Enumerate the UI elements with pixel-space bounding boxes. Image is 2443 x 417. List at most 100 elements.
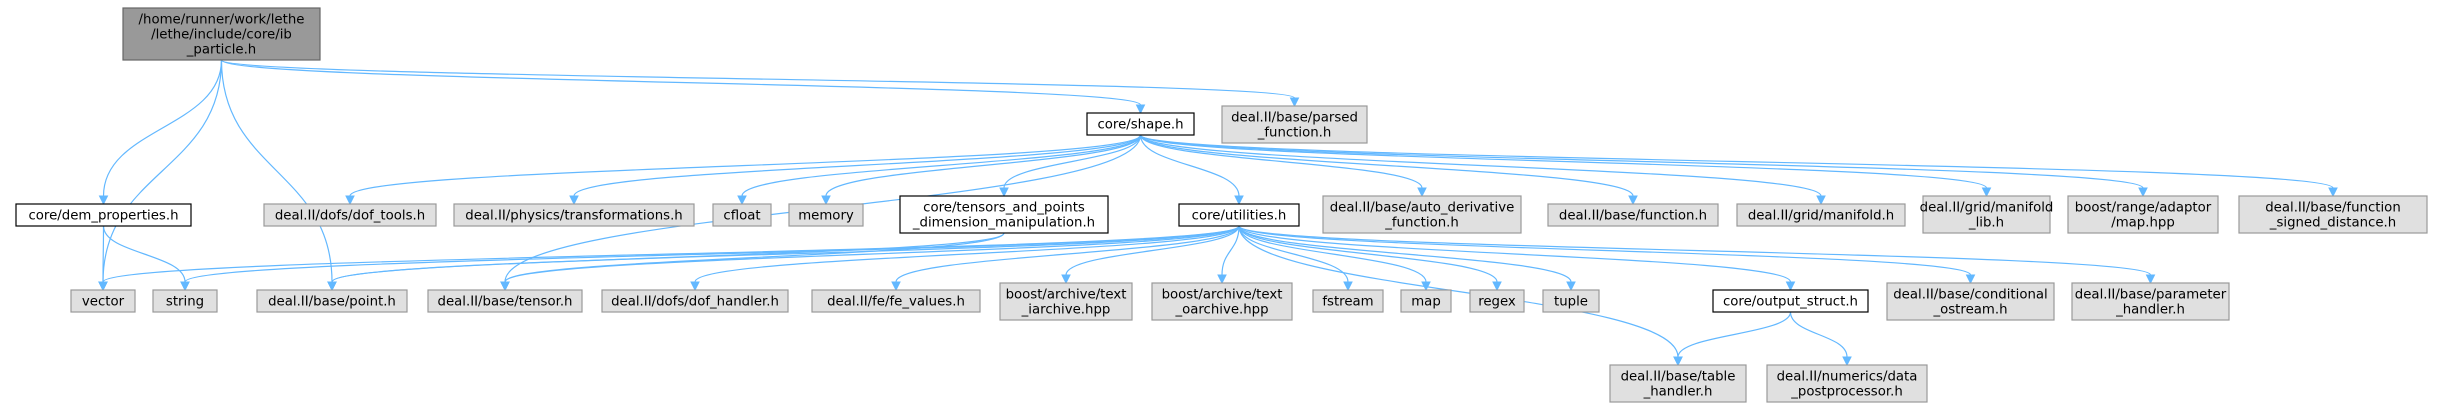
node-parameter-handler: deal.II/base/parameter_handler.h (2071, 282, 2230, 321)
edge-utilities-to-text_iarchive (1061, 225, 1240, 285)
node-box (1400, 289, 1452, 313)
edge-arrowhead (1566, 281, 1576, 292)
node-vector: vector (70, 289, 136, 313)
node-box (999, 282, 1133, 321)
node-label: _lib.h (1968, 216, 2004, 231)
edge-line (1238, 225, 1679, 358)
node-box (788, 203, 864, 227)
node-label: _ostream.h (1932, 303, 2007, 318)
node-label: boost/archive/text (1162, 288, 1283, 303)
edge-arrowhead (1981, 187, 1992, 198)
node-box (256, 289, 408, 313)
edges-layer (98, 59, 2338, 367)
node-label: /home/runner/work/lethe (139, 13, 305, 28)
node-utilities[interactable]: core/utilities.h (1178, 203, 1300, 227)
edge-shape-to-dof_tools (345, 134, 1142, 206)
node-memory: memory (788, 203, 864, 227)
node-tensors-points[interactable]: core/tensors_and_points_dimension_manipu… (899, 195, 1109, 234)
edge-line (1238, 225, 1498, 283)
edge-arrowhead (1965, 274, 1976, 285)
edge-line (102, 225, 186, 283)
node-function: deal.II/base/function.h (1547, 203, 1719, 227)
node-label: memory (798, 209, 854, 224)
node-box (1547, 203, 1719, 227)
node-label: boost/archive/text (1006, 288, 1127, 303)
node-manifold: deal.II/grid/manifold.h (1736, 203, 1906, 227)
node-box (263, 203, 437, 227)
edge-line (1139, 134, 2334, 189)
node-text-iarchive: boost/archive/text_iarchive.hpp (999, 282, 1133, 321)
edge-utilities-to-string (180, 225, 1240, 292)
edge-arrowhead (1785, 281, 1796, 292)
edge-arrowhead (999, 187, 1009, 198)
edge-line (102, 59, 223, 197)
node-dem-properties[interactable]: core/dem_properties.h (15, 203, 192, 227)
node-label: deal.II/numerics/data (1777, 370, 1918, 385)
edge-shape-to-manifold_lib (1139, 134, 1992, 198)
edge-arrowhead (1628, 195, 1638, 206)
edge-line (184, 225, 1240, 283)
node-label: _function.h (1384, 216, 1459, 231)
edge-arrowhead (2138, 187, 2148, 198)
edge-line (1238, 225, 1349, 283)
node-label: regex (1478, 295, 1516, 310)
node-label: core/tensors_and_points (923, 201, 1085, 216)
edge-arrowhead (1417, 187, 1427, 198)
edge-shape-to-boost_map (1139, 134, 2148, 198)
node-output-struct[interactable]: core/output_struct.h (1712, 289, 1869, 313)
node-fe-values: deal.II/fe/fe_values.h (811, 289, 981, 313)
node-box (811, 289, 981, 313)
edge-line (102, 59, 223, 283)
edge-arrowhead (2328, 187, 2338, 198)
edge-line (349, 134, 1142, 197)
node-label: _handler.h (1643, 385, 1713, 400)
edge-line (220, 59, 1296, 99)
node-label: core/dem_properties.h (28, 209, 178, 224)
node-label: deal.II/base/parameter (2075, 288, 2227, 303)
node-box (1922, 195, 2051, 234)
node-label: deal.II/physics/transformations.h (465, 209, 682, 224)
edge-root-to-parsed_function (220, 59, 1300, 108)
node-manifold-lib: deal.II/grid/manifold_lib.h (1920, 195, 2053, 234)
node-label: fstream (1322, 295, 1373, 310)
node-cfloat: cfloat (712, 203, 772, 227)
edge-line (331, 225, 1240, 283)
node-box (1151, 282, 1293, 321)
edge-arrowhead (690, 281, 700, 292)
edge-arrowhead (180, 281, 190, 292)
node-box (453, 203, 695, 227)
edge-utilities-to-conditional_ostream (1238, 225, 1976, 285)
node-label: map (1411, 295, 1441, 310)
node-map: map (1400, 289, 1452, 313)
edge-line (1139, 134, 1988, 189)
edge-line (102, 225, 105, 283)
edge-arrowhead (1842, 356, 1852, 367)
node-label: deal.II/base/auto_derivative (1330, 201, 1515, 216)
edge-arrowhead (500, 281, 510, 292)
edge-output_struct-to-data_postprocessor (1789, 311, 1852, 367)
node-label: _signed_distance.h (2269, 216, 2396, 231)
edge-dem_properties-to-vector (98, 225, 108, 292)
edge-line (1221, 225, 1240, 276)
node-label: core/shape.h (1097, 118, 1183, 133)
node-label: vector (82, 295, 125, 310)
edge-arrowhead (2145, 274, 2156, 285)
node-label: deal.II/fe/fe_values.h (827, 295, 965, 310)
edge-line (895, 225, 1240, 283)
edge-output_struct-to-table_handler (1673, 311, 1792, 367)
node-box (427, 289, 583, 313)
node-boost-map: boost/range/adaptor/map.hpp (2067, 195, 2219, 234)
edge-line (573, 134, 1142, 197)
node-box (70, 289, 136, 313)
node-box (1086, 112, 1195, 136)
node-shape[interactable]: core/shape.h (1086, 112, 1195, 136)
edge-utilities-to-text_oarchive (1217, 225, 1240, 285)
node-auto-derivative: deal.II/base/auto_derivative_function.h (1322, 195, 1522, 234)
node-box (1322, 195, 1522, 234)
node-label: _handler.h (2115, 303, 2185, 318)
edge-shape-to-utilities (1139, 134, 1244, 206)
edge-arrowhead (1289, 97, 1300, 108)
edge-dem_properties-to-string (102, 225, 190, 292)
node-data-postprocessor: deal.II/numerics/data_postprocessor.h (1766, 364, 1928, 403)
